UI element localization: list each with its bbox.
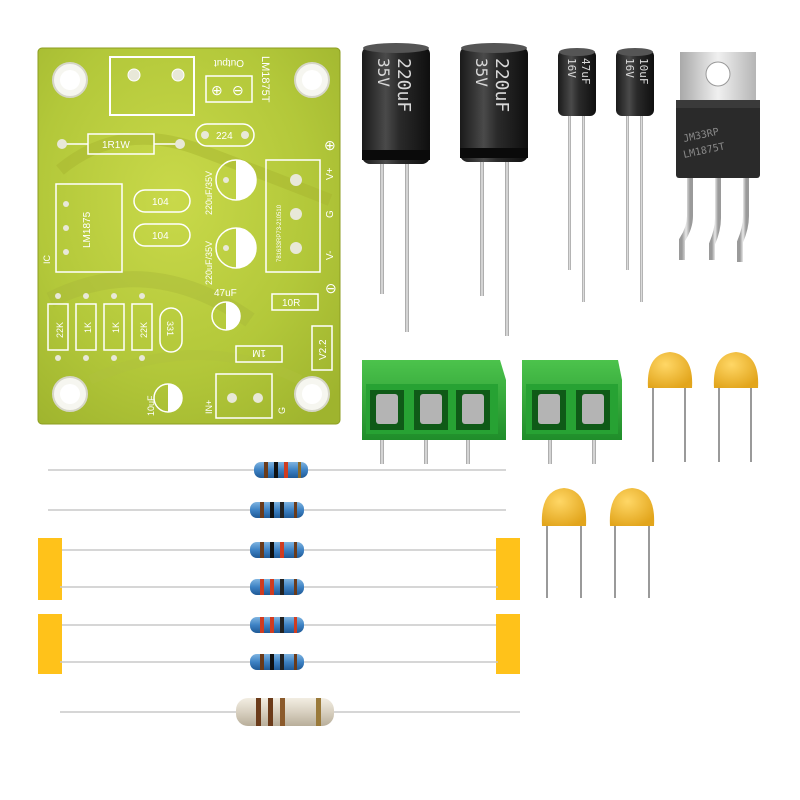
pin-vplus: V+ <box>325 167 336 180</box>
mounting-hole <box>294 376 330 412</box>
output-label: Output <box>214 57 244 68</box>
res-1r1w-label: 1R1W <box>102 140 130 151</box>
resistor <box>38 614 520 674</box>
cap-value: 10uF <box>637 58 650 85</box>
cap-voltage: 16V <box>623 58 636 78</box>
resistor-footprint-row <box>47 293 153 361</box>
cap-220-footprint-a <box>215 159 257 201</box>
pin-vminus: V- <box>325 251 336 260</box>
res-1k-a: 1K <box>83 322 93 333</box>
cap-104-a-label: 104 <box>152 197 169 208</box>
svg-text:16V: 16V <box>565 58 578 78</box>
resistor <box>60 579 498 595</box>
minus-icon: ⊖ <box>325 280 337 296</box>
svg-text:220uF: 220uF <box>393 58 414 112</box>
cap-224-label: 224 <box>216 131 233 142</box>
output-connector-footprint <box>109 56 195 116</box>
cap-10uf-label: 10uF <box>146 395 156 416</box>
cap-voltage: 35V <box>374 58 393 87</box>
plus-icon: ⊕ <box>324 137 336 153</box>
res-10r-label: 10R <box>282 298 300 309</box>
terminal-block-2pin <box>522 360 622 464</box>
terminal-block-3pin <box>362 360 506 464</box>
resistor <box>60 654 498 670</box>
ic-label: LM1875 <box>82 211 93 248</box>
ceramic-capacitor <box>541 488 587 598</box>
power-resistor <box>60 698 520 726</box>
resistor <box>38 538 520 600</box>
mounting-hole <box>52 376 88 412</box>
svg-text:16V: 16V <box>623 58 636 78</box>
cap-47-footprint <box>211 301 241 331</box>
svg-text:220uF: 220uF <box>491 58 512 112</box>
cap-value: 220uF <box>393 58 414 112</box>
version-label: V2.2 <box>318 339 329 360</box>
svg-text:35V: 35V <box>472 58 491 87</box>
ceramic-capacitor <box>713 352 759 462</box>
input-label: IN+ <box>204 400 214 414</box>
ceramic-capacitor <box>647 352 693 462</box>
ic-footprint <box>55 183 123 273</box>
pin-g: G <box>325 210 336 218</box>
ceramic-capacitor <box>609 488 655 598</box>
resistor <box>48 502 506 518</box>
cap-220-a-label: 220uF/35V <box>204 171 214 215</box>
res-22k-a: 22K <box>55 322 65 338</box>
board-code: 781633RP73-210510 <box>277 204 283 262</box>
res-1k-b: 1K <box>111 322 121 333</box>
cap-voltage: 16V <box>565 58 578 78</box>
electrolytic-capacitor-220uf: 220uF 35V <box>460 43 528 336</box>
svg-text:35V: 35V <box>374 58 393 87</box>
cap-value: 47uF <box>579 58 592 85</box>
cap-value: 220uF <box>491 58 512 112</box>
res-22k-b: 22K <box>139 322 149 338</box>
cap-10uf-footprint <box>153 383 183 413</box>
svg-text:47uF: 47uF <box>579 58 592 85</box>
pcb-board: Output ⊕ ⊖ LM1875T 224 1R1W LM1875 IC 10… <box>37 47 341 425</box>
electrolytic-capacitor-small: 10uF 16V <box>616 48 654 302</box>
res-1m-label: 1M <box>252 347 266 358</box>
plus-icon: ⊕ <box>211 82 223 98</box>
cap-220-b-label: 220uF/35V <box>204 241 214 285</box>
input-g-label: G <box>277 407 287 414</box>
cap-331-label: 331 <box>165 321 175 336</box>
power-connector-footprint <box>265 159 321 273</box>
svg-text:10uF: 10uF <box>637 58 650 85</box>
minus-icon: ⊖ <box>232 82 244 98</box>
cap-voltage: 35V <box>472 58 491 87</box>
electrolytic-capacitor-220uf: 220uF 35V <box>362 43 430 332</box>
input-connector-footprint <box>215 373 273 419</box>
lm1875-amplifier-chip: JM33RP LM1875T <box>676 52 760 262</box>
ic-tag: IC <box>42 254 52 264</box>
electrolytic-capacitor-small: 47uF 16V <box>558 48 596 302</box>
cap-220-footprint-b <box>215 227 257 269</box>
cap-104-b-label: 104 <box>152 231 169 242</box>
chip-label: LM1875T <box>259 56 271 103</box>
mounting-hole <box>294 62 330 98</box>
cap-47-label: 47uF <box>214 288 237 299</box>
resistor <box>48 462 506 478</box>
mounting-hole <box>52 62 88 98</box>
